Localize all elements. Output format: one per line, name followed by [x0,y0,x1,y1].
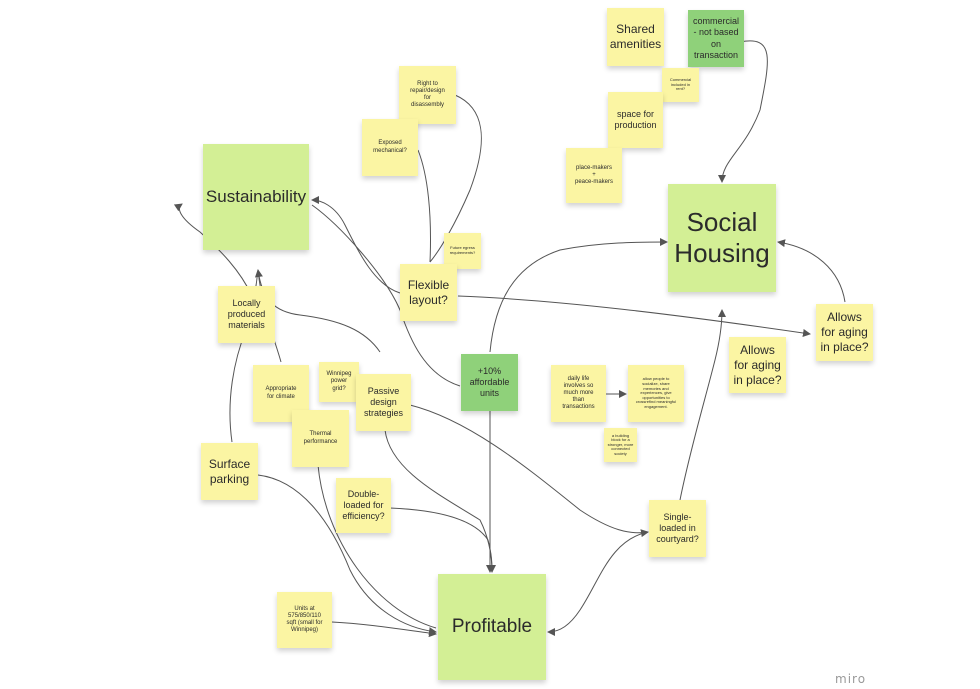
note-flexible-layout[interactable]: Flexible layout? [400,264,457,321]
note-future-egress[interactable]: Future egress requirements? [444,233,481,269]
note-place-makers[interactable]: place-makers + peace-makers [566,148,622,203]
note-commercial-included-in-rent[interactable]: Commercial included in rent? [662,68,699,102]
note-commercial-not-transaction[interactable]: commercial - not based on transaction [688,10,744,67]
note-thermal-performance[interactable]: Thermal performance [292,410,349,467]
note-daily-life[interactable]: daily life involves so much more than tr… [551,365,606,422]
note-affordable-units[interactable]: +10% affordable units [461,354,518,411]
note-allow-people-to-socialize[interactable]: allow people to socialize, share memorie… [628,365,684,422]
note-double-loaded[interactable]: Double- loaded for efficiency? [336,478,391,533]
note-allows-aging-in-place-left[interactable]: Allows for aging in place? [729,337,786,393]
note-single-loaded-courtyard[interactable]: Single- loaded in courtyard? [649,500,706,557]
note-exposed-mechanical[interactable]: Exposed mechanical? [362,119,418,176]
note-units-sqft[interactable]: Units at 575/850/110 sqft (small for Win… [277,592,332,648]
connector-affordable-to-social-housing [489,238,668,353]
connector-flexible-to-sustainability [311,196,401,294]
connector-exposed-to-flexible [417,149,431,263]
connector-passive-to-profitable [384,429,496,573]
connector-single-loaded-to-social-housing [679,309,726,501]
note-passive-design-strategies[interactable]: Passive design strategies [356,374,411,431]
note-surface-parking[interactable]: Surface parking [201,443,258,500]
note-sustainability[interactable]: Sustainability [203,144,309,250]
note-shared-amenities[interactable]: Shared amenities [607,8,664,66]
miro-watermark: miro [835,672,867,686]
note-locally-produced-materials[interactable]: Locally produced materials [218,286,275,343]
note-right-to-repair[interactable]: Right to repair/design for disassembly [399,66,456,124]
note-allows-aging-in-place-right[interactable]: Allows for aging in place? [816,304,873,361]
connector-passive-to-single-loaded [409,404,649,538]
note-profitable[interactable]: Profitable [438,574,546,680]
note-social-housing[interactable]: Social Housing [668,184,776,292]
connector-passive-to-sustainability [254,269,381,353]
connector-units-to-profitable [331,621,437,638]
note-building-block[interactable]: a building block for a stronger, more co… [604,428,637,462]
connector-single-loaded-to-profitable [547,531,649,636]
note-winnipeg-power-grid[interactable]: Winnipeg power grid? [319,362,359,402]
connector-flexible-to-allows-aging [457,295,811,337]
note-space-for-production[interactable]: space for production [608,92,663,148]
connector-allows-aging-to-social-housing [777,239,846,303]
connector-double-loaded-to-profitable [389,507,493,573]
